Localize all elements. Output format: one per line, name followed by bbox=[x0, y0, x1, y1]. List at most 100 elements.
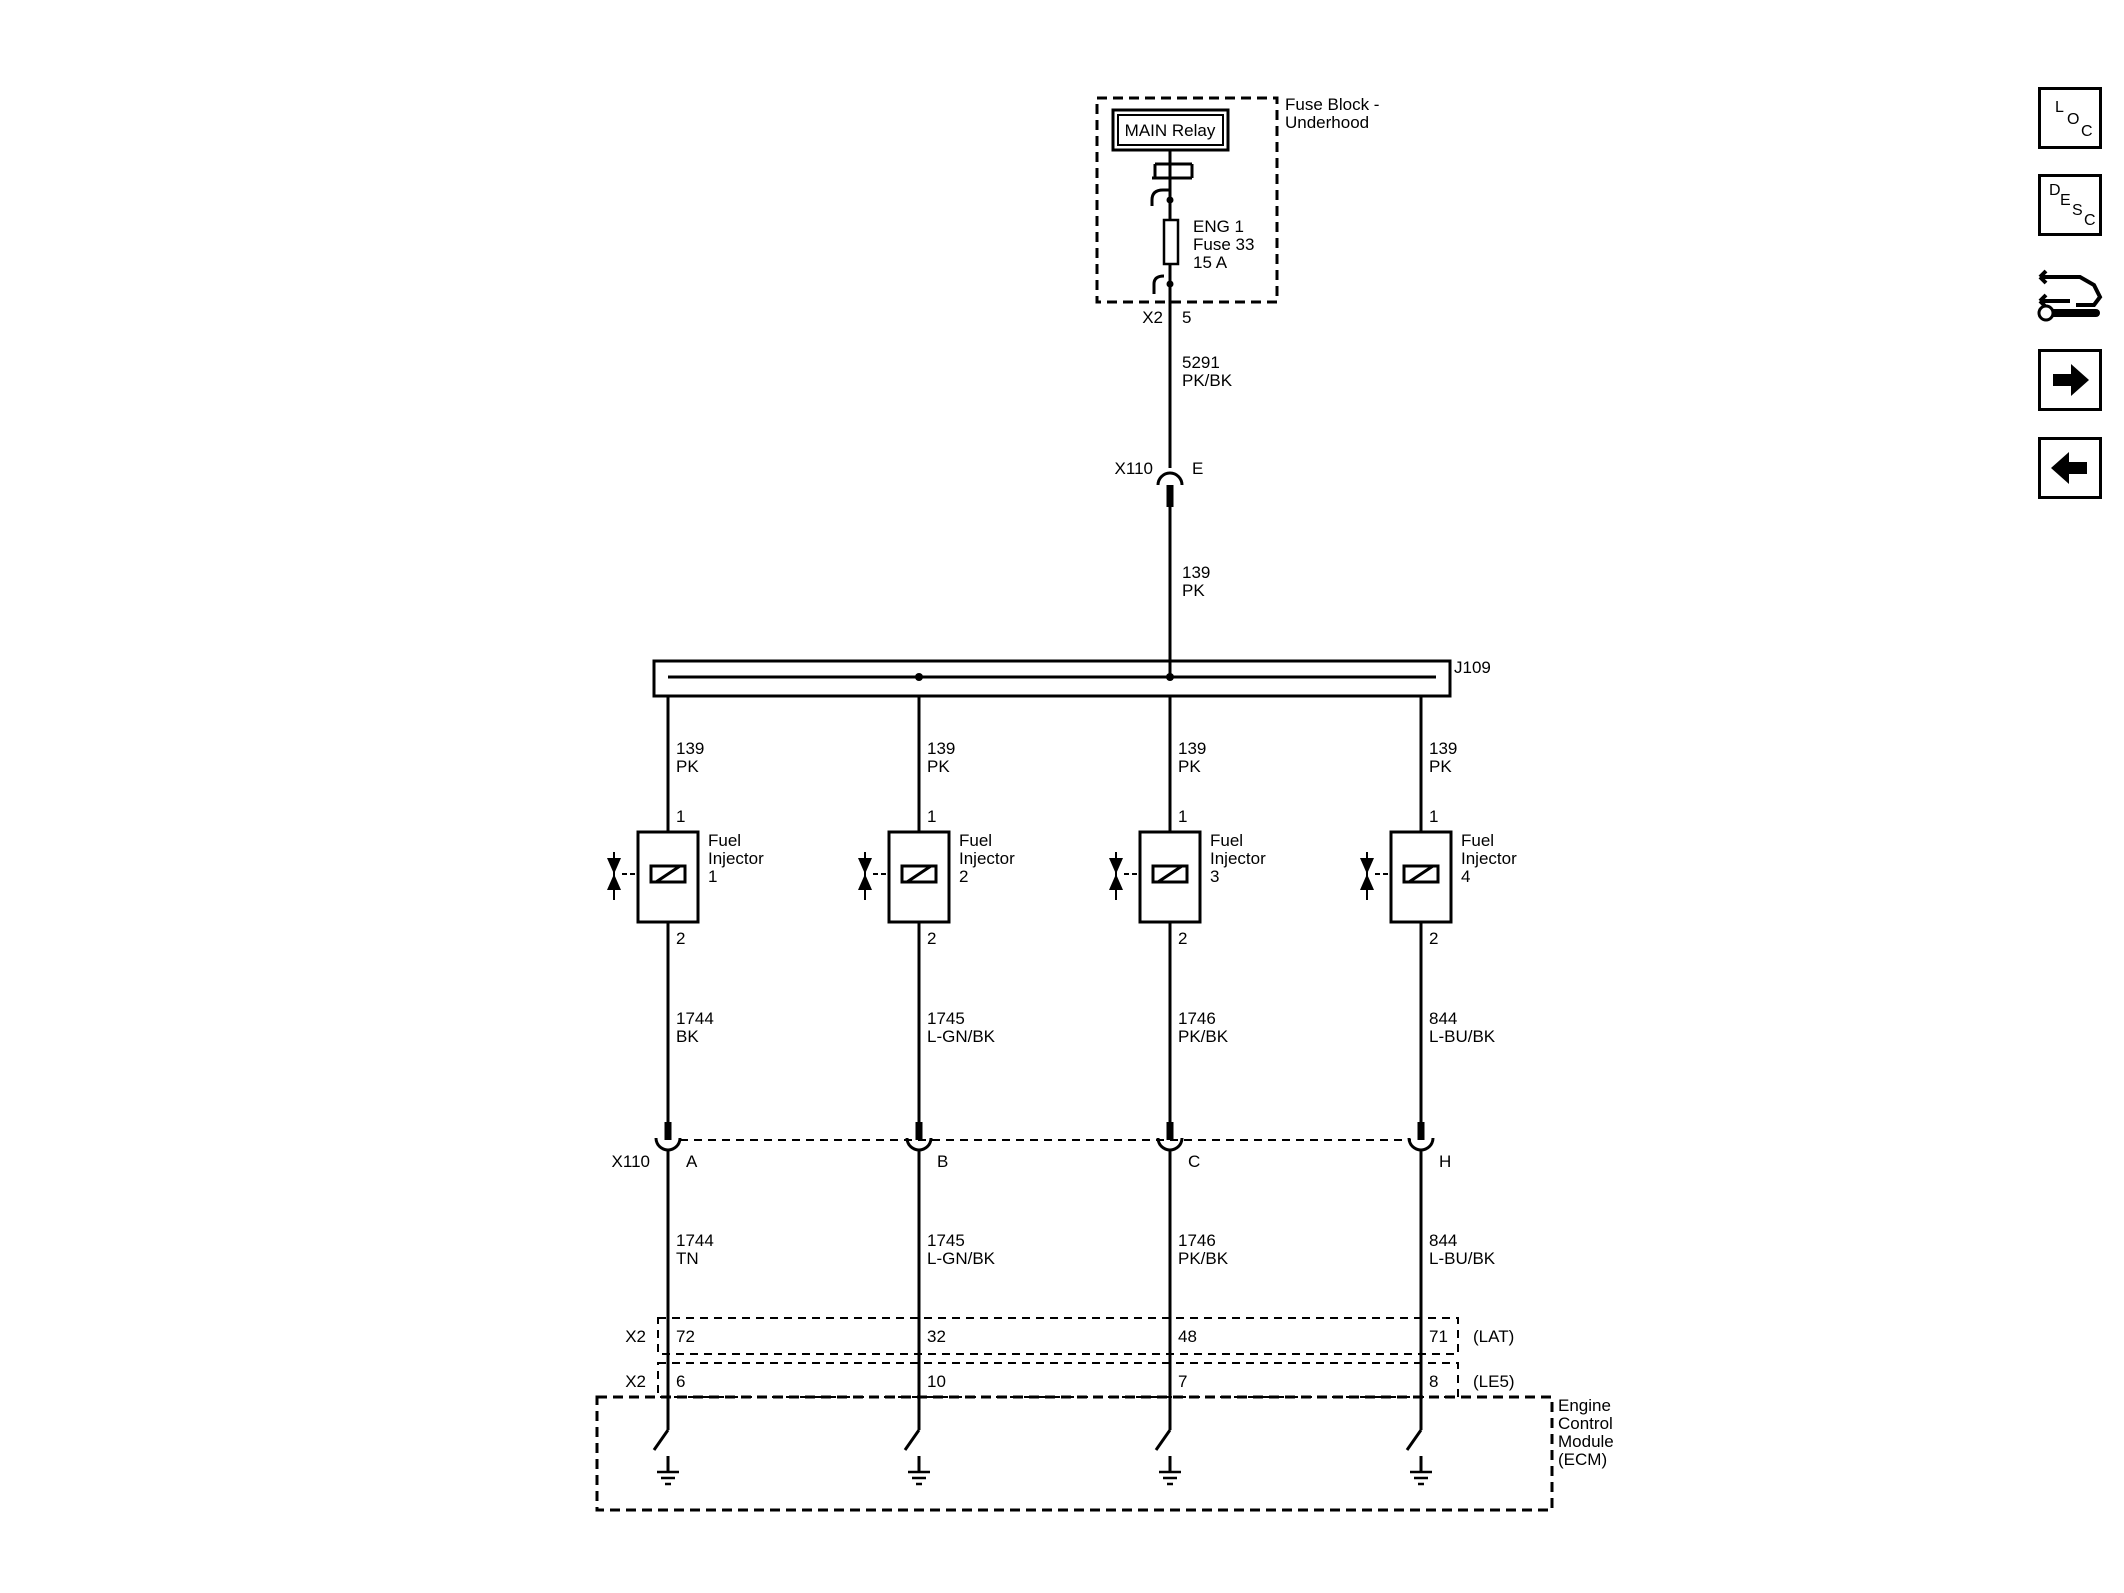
description-button[interactable]: D E S C bbox=[2038, 174, 2102, 236]
solenoid-core-line bbox=[1408, 864, 1434, 884]
desc-letter-c: C bbox=[2084, 212, 2096, 229]
ecm-le5-pin: 6 bbox=[676, 1372, 685, 1391]
ecm-le5-connector-row bbox=[657, 1362, 1459, 1398]
ground-icon bbox=[657, 1470, 679, 1486]
lower-wire-color: L-GN/BK bbox=[927, 1249, 996, 1268]
ecm-driver-switch bbox=[1405, 1429, 1423, 1472]
x110-terminal bbox=[1407, 1122, 1435, 1152]
location-button[interactable]: L O C bbox=[2038, 87, 2102, 149]
injector-valve-icon bbox=[858, 852, 889, 900]
injector-name-line2: Injector bbox=[959, 849, 1015, 868]
injector-pin-top: 1 bbox=[927, 807, 936, 826]
fuse-block-name-line2: Underhood bbox=[1285, 113, 1369, 132]
loc-letter-l: L bbox=[2055, 99, 2064, 116]
feed-wire-color: PK/BK bbox=[1182, 371, 1233, 390]
engine-control-module: Engine Control Module (ECM) bbox=[595, 1395, 1614, 1512]
injector-name-line2: Injector bbox=[1461, 849, 1517, 868]
injector-pin-top: 1 bbox=[1429, 807, 1438, 826]
x110-pin: C bbox=[1188, 1152, 1200, 1171]
injector-name-line2: Injector bbox=[1210, 849, 1266, 868]
injector-feed-color: PK bbox=[676, 757, 699, 776]
ecm-name-line1: Engine bbox=[1558, 1396, 1611, 1415]
injector-pin-bottom: 2 bbox=[676, 929, 685, 948]
injector-wire-circuit: 1744 bbox=[676, 1009, 714, 1028]
fuse-block-name-line1: Fuse Block - bbox=[1285, 95, 1379, 114]
injector-pin-bottom: 2 bbox=[1178, 929, 1187, 948]
ecm-le5-connector: X2 bbox=[625, 1372, 646, 1391]
injector-wire-circuit: 844 bbox=[1429, 1009, 1457, 1028]
injector-feed-circuit: 139 bbox=[1429, 739, 1457, 758]
back-button[interactable] bbox=[2038, 437, 2102, 499]
fuel-injector-3-circuit: 139PK1FuelInjector321746PK/BKC1746PK/BK4… bbox=[1109, 696, 1266, 1486]
injector-name-line1: Fuel bbox=[708, 831, 741, 850]
injector-wire-circuit: 1745 bbox=[927, 1009, 965, 1028]
splice-pack-j109: J109 bbox=[652, 658, 1491, 698]
ground-icon bbox=[908, 1470, 930, 1486]
desc-letter-e: E bbox=[2060, 192, 2071, 209]
injector-number: 4 bbox=[1461, 867, 1470, 886]
ecm-name-line4: (ECM) bbox=[1558, 1450, 1607, 1469]
injector-feed-circuit: 139 bbox=[1178, 739, 1206, 758]
injector-feed-color: PK bbox=[1429, 757, 1452, 776]
relay-contact-symbol bbox=[1150, 150, 1194, 206]
injector-pin-top: 1 bbox=[1178, 807, 1187, 826]
injector-pin-bottom: 2 bbox=[927, 929, 936, 948]
ecm-name-line2: Control bbox=[1558, 1414, 1613, 1433]
lower-wire-circuit: 1745 bbox=[927, 1231, 965, 1250]
x110-top-connector-label: X110 bbox=[1115, 459, 1153, 478]
x110-terminal bbox=[1156, 1122, 1184, 1152]
injector-name-line1: Fuel bbox=[959, 831, 992, 850]
lower-wire-color: L-BU/BK bbox=[1429, 1249, 1496, 1268]
ecm-driver-switch bbox=[1154, 1429, 1172, 1472]
arrow-right-icon bbox=[2053, 364, 2089, 396]
injector-number: 3 bbox=[1210, 867, 1219, 886]
injector-wire-color: PK/BK bbox=[1178, 1027, 1229, 1046]
lower-wire-circuit: 844 bbox=[1429, 1231, 1457, 1250]
ecm-lat-pin: 72 bbox=[676, 1327, 695, 1346]
injector-feed-circuit: 139 bbox=[927, 739, 955, 758]
fuel-injector-2-circuit: 139PK1FuelInjector221745L-GN/BKB1745L-GN… bbox=[858, 696, 1015, 1486]
x110-terminal bbox=[654, 1122, 682, 1152]
injector-feed-circuit: 139 bbox=[676, 739, 704, 758]
ecm-le5-pin: 8 bbox=[1429, 1372, 1438, 1391]
fuse-label-line1: ENG 1 bbox=[1193, 217, 1244, 236]
fuse-block-underhood: Fuse Block - Underhood MAIN Relay ENG 1 … bbox=[1095, 95, 1379, 327]
injector-valve-icon bbox=[1109, 852, 1140, 900]
ecm-driver-switch bbox=[903, 1429, 921, 1472]
injector-valve-icon bbox=[607, 852, 638, 900]
splice-wire-color: PK bbox=[1182, 581, 1205, 600]
x110-top-pin: E bbox=[1192, 459, 1203, 478]
splice-wire-circuit: 139 bbox=[1182, 563, 1210, 582]
solenoid-core-line bbox=[1157, 864, 1183, 884]
injector-valve-icon bbox=[1360, 852, 1391, 900]
loc-letter-o: O bbox=[2067, 111, 2080, 128]
fuse-33 bbox=[1162, 218, 1180, 266]
x110-bottom-connector-label: X110 bbox=[612, 1152, 650, 1171]
lower-wire-color: TN bbox=[676, 1249, 699, 1268]
next-button[interactable] bbox=[2038, 349, 2102, 411]
injector-name-line1: Fuel bbox=[1210, 831, 1243, 850]
ecm-lat-connector-row bbox=[657, 1317, 1459, 1355]
main-relay-label: MAIN Relay bbox=[1125, 121, 1216, 140]
ground-icon bbox=[1410, 1470, 1432, 1486]
x110-pin: B bbox=[937, 1152, 948, 1171]
connector-wrench-icon[interactable] bbox=[2036, 257, 2106, 327]
injector-pin-bottom: 2 bbox=[1429, 929, 1438, 948]
injector-feed-color: PK bbox=[1178, 757, 1201, 776]
injector-wire-color: L-BU/BK bbox=[1429, 1027, 1496, 1046]
x110-connector-e: X110 E bbox=[1115, 459, 1203, 507]
injector-wire-color: L-GN/BK bbox=[927, 1027, 996, 1046]
fuse-block-outline bbox=[1095, 96, 1279, 304]
fuse-label-line2: Fuse 33 bbox=[1193, 235, 1254, 254]
fuse-label-line3: 15 A bbox=[1193, 253, 1228, 272]
fuse-block-connector: X2 bbox=[1142, 308, 1163, 327]
injector-name-line2: Injector bbox=[708, 849, 764, 868]
injector-circuits: 139PK1FuelInjector121744BKA1744TN726139P… bbox=[607, 696, 1517, 1486]
ecm-name-line3: Module bbox=[1558, 1432, 1614, 1451]
ecm-lat-connector: X2 bbox=[625, 1327, 646, 1346]
desc-letter-s: S bbox=[2072, 202, 2083, 219]
injector-number: 1 bbox=[708, 867, 717, 886]
